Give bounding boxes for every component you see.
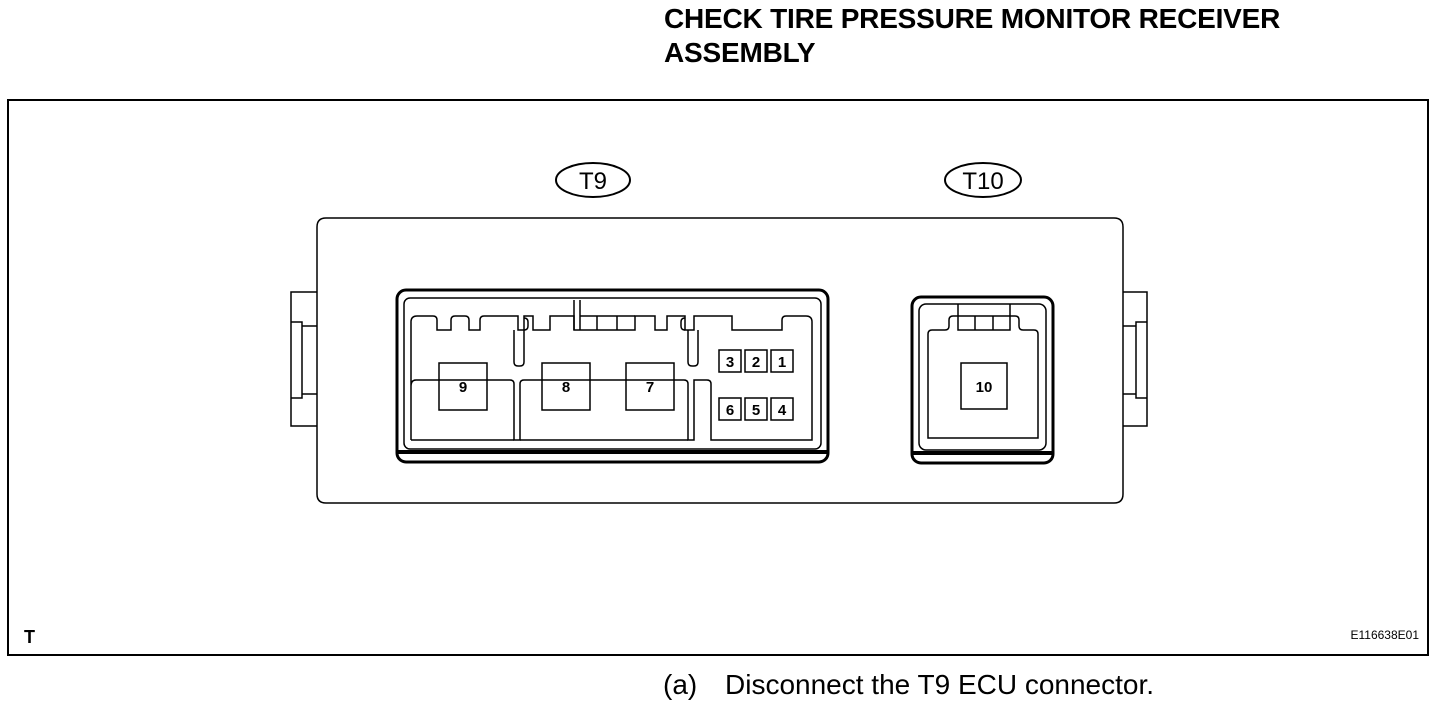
pin-10-label: 10 [976, 379, 993, 396]
pin-5-label: 5 [752, 402, 760, 419]
pin-4-label: 4 [778, 402, 787, 419]
title-line-2: ASSEMBLY [664, 37, 816, 68]
t10-connector [910, 295, 1055, 465]
pin-3-label: 3 [726, 354, 734, 371]
t9-pin-1: 1 [770, 349, 794, 373]
figure-id: E116638E01 [1350, 628, 1419, 642]
t9-pin-5: 5 [744, 397, 768, 421]
step-text: Disconnect the T9 ECU connector. [725, 669, 1155, 700]
step-marker: (a) [663, 669, 698, 700]
page-title: CHECK TIRE PRESSURE MONITOR RECEIVER ASS… [664, 2, 1280, 70]
pin-6-label: 6 [726, 402, 734, 419]
t9-pin-9: 9 [438, 362, 488, 411]
t9-pin-6: 6 [718, 397, 742, 421]
t9-pin-4: 4 [770, 397, 794, 421]
pin-7-label: 7 [646, 379, 654, 396]
t9-pin-7: 7 [625, 362, 675, 411]
pin-1-label: 1 [778, 354, 786, 371]
corner-mark: T [24, 627, 35, 647]
t9-label: T9 [555, 162, 631, 198]
pin-9-label: 9 [459, 379, 467, 396]
t9-pin-3: 3 [718, 349, 742, 373]
pin-2-label: 2 [752, 354, 760, 371]
pin-8-label: 8 [562, 379, 570, 396]
step-caption: (a) Disconnect the T9 ECU connector. [663, 668, 1154, 702]
t9-connector [395, 288, 830, 464]
figure-frame [7, 99, 1429, 656]
receiver-body [290, 217, 1148, 504]
t10-label: T10 [944, 162, 1022, 198]
t9-pin-2: 2 [744, 349, 768, 373]
t10-label-text: T10 [962, 168, 1003, 195]
title-line-1: CHECK TIRE PRESSURE MONITOR RECEIVER [664, 3, 1281, 34]
t9-pin-8: 8 [541, 362, 591, 411]
t9-label-text: T9 [579, 168, 607, 195]
t10-pin-10: 10 [960, 362, 1008, 410]
